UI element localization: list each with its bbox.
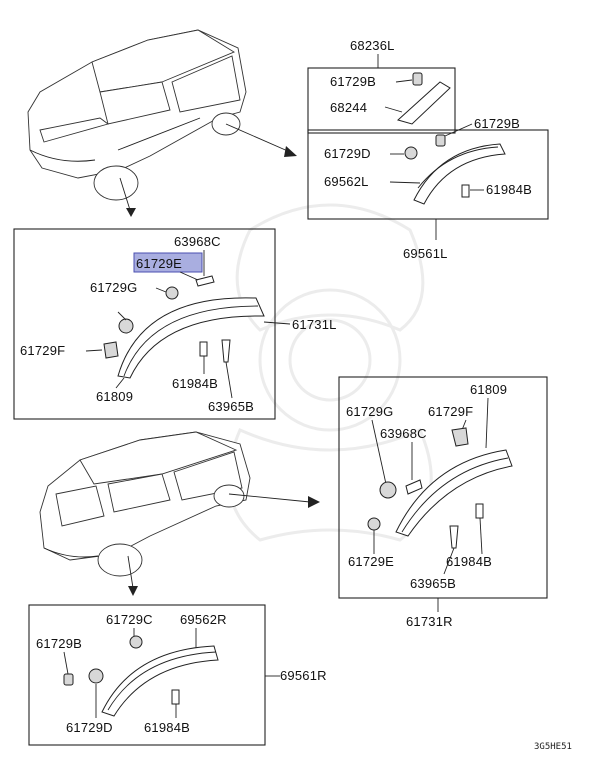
clip-61729B-part — [63, 673, 74, 686]
screw-61984B-part — [171, 689, 180, 705]
label-61729G-right: 61729G — [346, 404, 393, 419]
label-61731R: 61731R — [406, 614, 453, 629]
clip-61729D-part — [88, 668, 104, 684]
clip-61729F-part — [451, 427, 469, 447]
label-61729D-top: 61729D — [324, 146, 371, 161]
clip-61729D-part — [404, 146, 418, 160]
label-63968C-right: 63968C — [380, 426, 427, 441]
clip-61729F-part — [103, 341, 119, 359]
box-69561R — [28, 604, 266, 746]
box-61731L — [13, 228, 276, 420]
vehicle-illustration-rear — [39, 431, 251, 577]
clip-61729B-part — [435, 134, 446, 147]
leader-arrow-rear-left — [127, 555, 134, 589]
clip-63968C-part — [405, 479, 423, 495]
vehicle-illustration-front — [27, 29, 247, 201]
clip-61729G-part — [165, 286, 179, 300]
label-61729C-bottom: 61729C — [106, 612, 153, 627]
label-61729F-left: 61729F — [20, 343, 65, 358]
screw-61984B-part — [461, 184, 470, 198]
fender-61731R-part — [395, 449, 513, 537]
diagram-code: 3G5HE51 — [534, 742, 572, 752]
moulding-68244-part — [396, 81, 451, 125]
clip-61729G-part — [379, 481, 397, 499]
box-61731R — [338, 376, 548, 599]
clip-part — [118, 318, 134, 334]
label-63965B-right: 63965B — [410, 576, 456, 591]
screw-63965B-part — [221, 339, 231, 363]
label-61984B-bottom: 61984B — [144, 720, 190, 735]
label-69561L: 69561L — [403, 246, 448, 261]
label-68244: 68244 — [330, 100, 367, 115]
label-61729D-bottom: 61729D — [66, 720, 113, 735]
label-61729E-left: 61729E — [136, 256, 182, 271]
label-61729F-right: 61729F — [428, 404, 473, 419]
label-69562R: 69562R — [180, 612, 227, 627]
label-68236L: 68236L — [350, 38, 395, 53]
leader-arrow-rear-right — [228, 493, 311, 503]
arrowhead-icon — [308, 496, 320, 508]
label-61809-right: 61809 — [470, 382, 507, 397]
clip-61729B-part — [412, 72, 423, 86]
screw-61984B-part — [199, 341, 208, 357]
clip-63968C-part — [195, 275, 215, 287]
label-61984B-left: 61984B — [172, 376, 218, 391]
screw-61984B-part — [475, 503, 484, 519]
label-61984B-right: 61984B — [446, 554, 492, 569]
label-61984B-top: 61984B — [486, 182, 532, 197]
arrowhead-icon — [128, 586, 138, 596]
arrowhead-icon — [284, 146, 297, 157]
fender-61731L-part — [117, 297, 265, 379]
label-63968C-left: 63968C — [174, 234, 221, 249]
label-61729E-right: 61729E — [348, 554, 394, 569]
label-63965B-left: 63965B — [208, 399, 254, 414]
label-61729B-1: 61729B — [330, 74, 376, 89]
fender-69562R-part — [101, 645, 219, 717]
label-61731L: 61731L — [292, 317, 337, 332]
label-61729G-left: 61729G — [90, 280, 137, 295]
box-69561L — [307, 129, 549, 220]
box-68236L — [307, 67, 456, 134]
label-61729B-bottom: 61729B — [36, 636, 82, 651]
leader-arrow-front-left — [119, 177, 131, 211]
watermark-emblem — [227, 203, 433, 542]
arrowhead-icon — [126, 208, 136, 217]
leader-arrow-front-right — [225, 123, 291, 153]
label-61809-left: 61809 — [96, 389, 133, 404]
clip-61729E-part — [367, 517, 381, 531]
screw-63965B-part — [449, 525, 459, 549]
highlight-61729E — [133, 252, 203, 273]
label-69562L: 69562L — [324, 174, 369, 189]
label-69561R: 69561R — [280, 668, 327, 683]
label-61729B-2: 61729B — [474, 116, 520, 131]
clip-61729C-part — [129, 635, 143, 649]
